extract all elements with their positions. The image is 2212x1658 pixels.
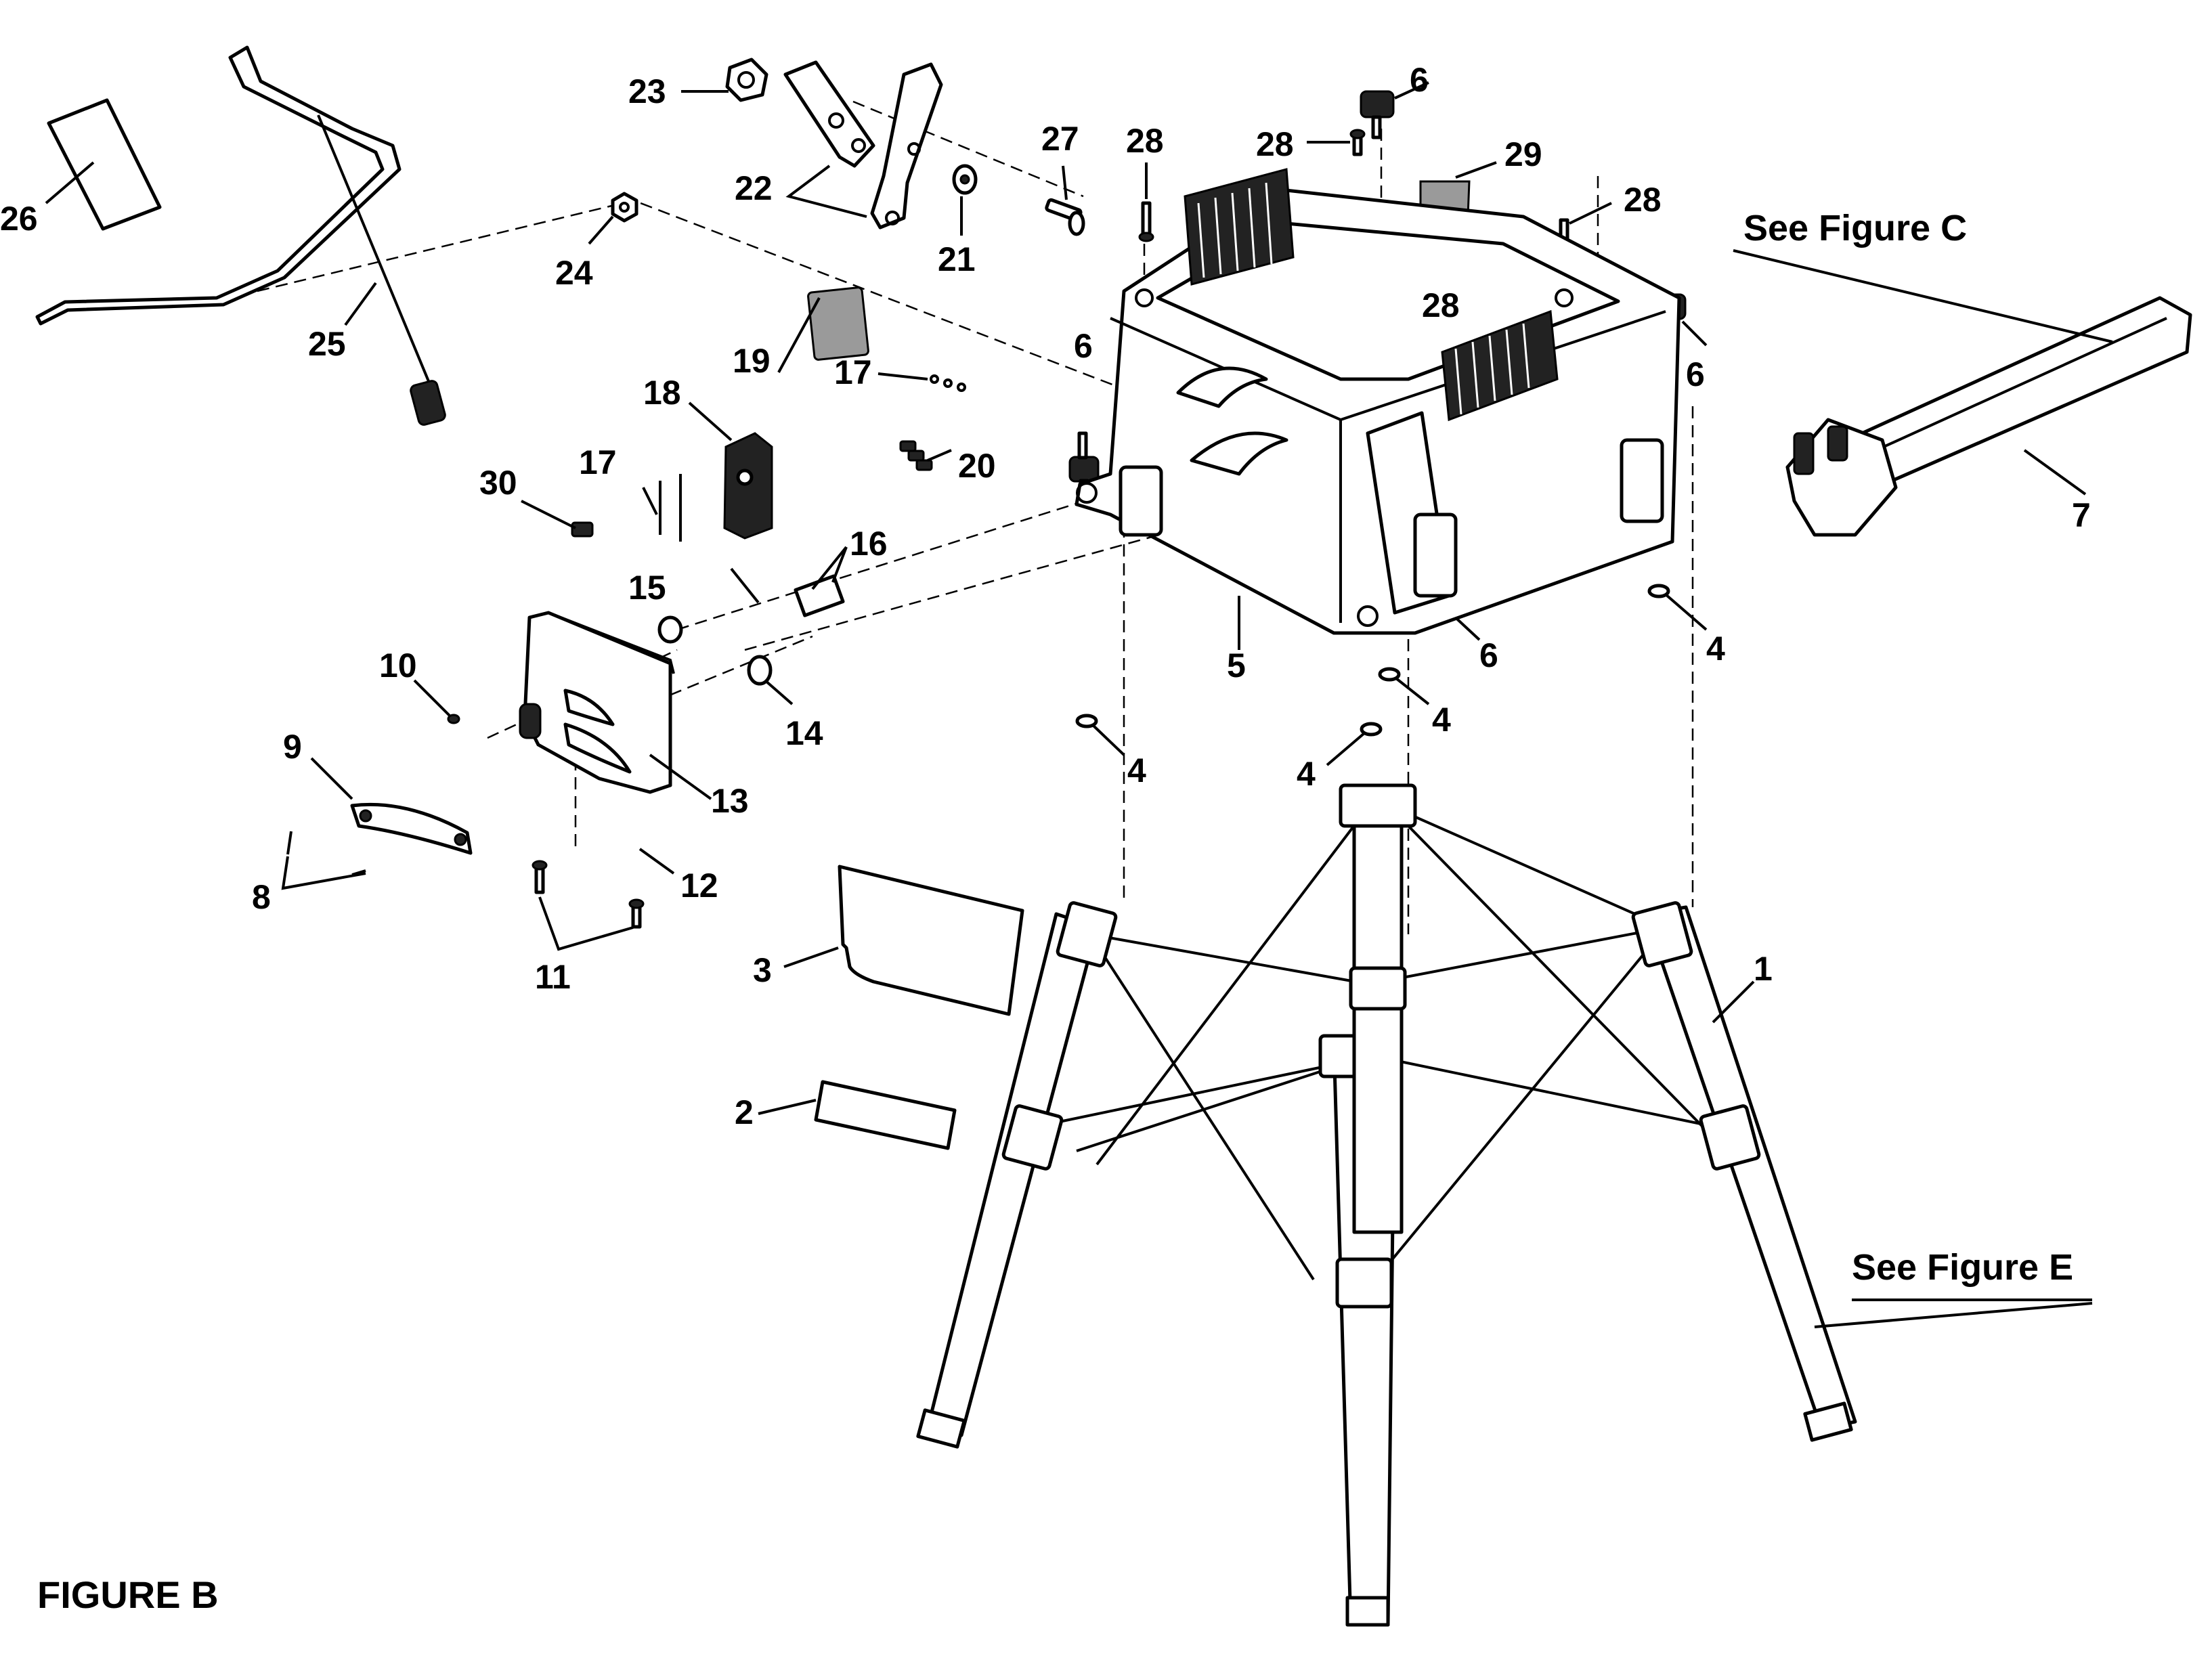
callout-14: 14	[785, 714, 823, 752]
callout-4-a: 4	[1706, 630, 1725, 668]
callout-11: 11	[535, 958, 571, 996]
part-13-plate	[519, 611, 712, 800]
figure-title: FIGURE B	[37, 1573, 219, 1616]
callout-7: 7	[2072, 496, 2091, 534]
part-24-nut	[588, 192, 638, 245]
callout-28-a: 28	[1126, 122, 1164, 160]
callout-28-b: 28	[1256, 125, 1294, 163]
callout-2: 2	[735, 1093, 754, 1131]
part-5-base	[1075, 168, 1681, 650]
callout-6-a: 6	[1410, 61, 1429, 99]
part-10-screw	[413, 679, 460, 724]
part-11-12-screws	[532, 848, 675, 951]
part-26-label	[45, 98, 162, 231]
callout-4-d: 4	[1127, 751, 1146, 789]
callout-28-c: 28	[1624, 181, 1662, 219]
callout-3: 3	[753, 951, 772, 989]
callout-20: 20	[958, 447, 996, 485]
callout-5: 5	[1227, 647, 1246, 684]
callout-10: 10	[379, 647, 417, 684]
callout-28-d: 28	[1422, 286, 1460, 324]
part-21-washer	[952, 164, 978, 236]
part-25-handle	[35, 45, 446, 426]
callout-9: 9	[283, 728, 302, 766]
part-4-washers	[1075, 584, 1708, 766]
figure-references: See Figure C See Figure E	[1743, 208, 2092, 1301]
callout-25: 25	[308, 325, 346, 363]
switch-components	[521, 286, 966, 644]
callout-22: 22	[735, 169, 773, 207]
see-figure-e-label: See Figure E	[1852, 1247, 2073, 1288]
callout-17-b: 17	[834, 353, 872, 391]
callout-6-b: 6	[1074, 327, 1093, 365]
callout-19: 19	[733, 342, 771, 380]
part-9-arc-bracket	[310, 757, 473, 855]
callout-24: 24	[555, 254, 593, 292]
callout-1: 1	[1754, 950, 1773, 988]
callout-17-a: 17	[579, 443, 617, 481]
callout-12: 12	[680, 867, 718, 904]
callout-4-b: 4	[1432, 701, 1451, 739]
callout-4-c: 4	[1297, 755, 1316, 793]
callout-labels: 1 2 3 4 4 4 4 5 6 6 6 6 7 8 9 10 11 12 1…	[0, 61, 2091, 1131]
part-23-nut	[681, 58, 768, 102]
callout-6-d: 6	[1479, 636, 1498, 674]
callout-8: 8	[252, 878, 271, 916]
callout-16: 16	[850, 525, 888, 563]
part-1-stand	[916, 783, 2093, 1627]
callout-6-c: 6	[1686, 355, 1705, 393]
callout-26: 26	[0, 200, 38, 238]
part-22-brackets	[783, 60, 943, 230]
callout-30: 30	[479, 464, 517, 502]
part-27-pin	[1045, 165, 1085, 236]
part-3-decal	[783, 865, 1024, 1016]
part-14-washer	[747, 655, 794, 705]
callout-15: 15	[628, 569, 666, 607]
callout-21: 21	[938, 240, 976, 278]
part-2-decal	[758, 1080, 957, 1150]
part-8-screws	[281, 831, 366, 890]
callout-18: 18	[643, 374, 681, 412]
callout-29: 29	[1504, 135, 1542, 173]
callout-27: 27	[1041, 120, 1079, 158]
callout-13: 13	[711, 782, 749, 820]
part-7-rail	[1733, 249, 2192, 537]
see-figure-c-label: See Figure C	[1743, 208, 1967, 248]
callout-23: 23	[628, 72, 666, 110]
